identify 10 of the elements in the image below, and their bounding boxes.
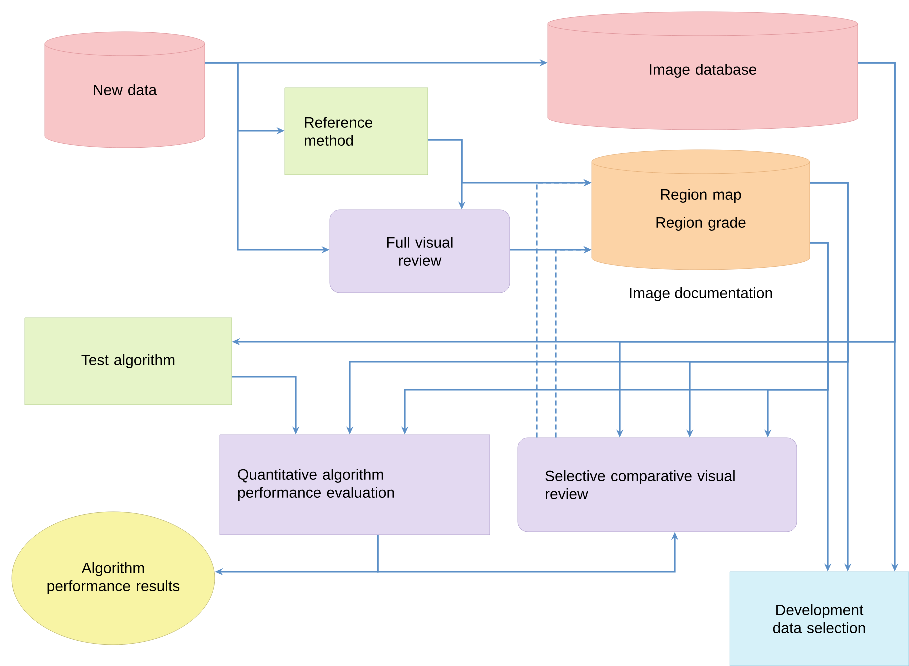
- process-box: Full visual review: [330, 210, 510, 294]
- cylinder-database: Image database: [548, 12, 858, 130]
- output-box: Development data selection: [730, 572, 909, 666]
- cylinder-database: New data: [44, 32, 206, 148]
- process-box: Selective comparative visual review: [518, 438, 798, 532]
- cylinder-database: Region map Region grade: [592, 150, 810, 270]
- process-box: Quantitative algorithm performance evaluation: [220, 434, 490, 536]
- process-box: Test algorithm: [24, 318, 232, 406]
- caption-text: Image documentation: [630, 288, 772, 302]
- process-box: Reference method: [284, 88, 428, 176]
